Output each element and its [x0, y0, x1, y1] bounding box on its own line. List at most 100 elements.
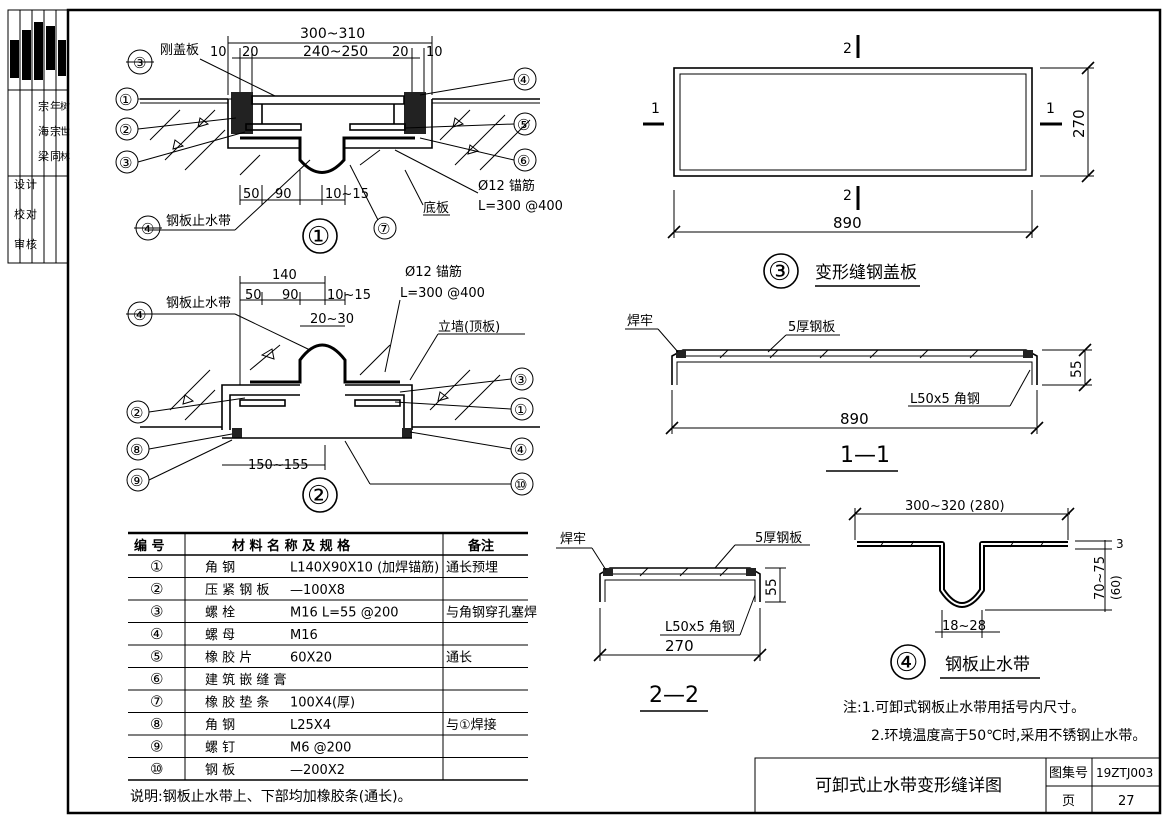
d1-dim-20a: 20 [242, 45, 259, 60]
signature-strip: 审 校 设 核 对 计 梁 海 宗 同 宗 年 林 世 树 [7, 9, 70, 264]
d3-sec2-bottom: 2 [843, 188, 852, 204]
d1-dim-overall: 300~310 [300, 26, 365, 42]
section-2-2: 焊牢 5厚钢板 L50x5 角钢 270 55 2—2 [556, 531, 810, 712]
table-cell-no: ② [150, 580, 163, 598]
table-footnote: 说明:钢板止水带上、下部均加橡胶条(通长)。 [130, 788, 412, 805]
d2-callout-10: ⑩ [514, 476, 527, 494]
d2-dim-10-15: 10~15 [327, 288, 371, 303]
sign-col4-1: 同 [50, 150, 61, 163]
s11-dim-w: 890 [840, 410, 869, 428]
table-cell-no: ④ [150, 625, 163, 643]
table-header-no: 编 号 [134, 538, 165, 554]
d4-title: 钢板止水带 [945, 655, 1030, 675]
drawing-title: 可卸式止水带变形缝详图 [815, 776, 1002, 796]
table-cell-name: 角 钢 [205, 561, 235, 576]
sheet-border [66, 8, 1162, 815]
table-cell-name: 建 筑 嵌 缝 膏 [205, 672, 287, 688]
s11-angle: L50x5 角钢 [910, 392, 980, 407]
table-cell-spec: 60X20 [290, 651, 332, 666]
d1-rubber-left [231, 92, 253, 134]
table-cell-name: 角 钢 [205, 718, 235, 733]
d3-dim-h: 270 [1070, 109, 1088, 138]
table-cell-no: ⑤ [150, 648, 163, 666]
d2-callout-9: ⑨ [130, 472, 143, 490]
table-header-name: 材 料 名 称 及 规 格 [232, 538, 351, 554]
table-cell-remark: 与①焊接 [446, 717, 497, 733]
table-cell-name: 橡 胶 垫 条 [205, 695, 269, 711]
d3-title: 变形缝钢盖板 [815, 263, 917, 283]
d2-callout-3: ③ [514, 371, 527, 389]
table-cell-no: ⑧ [150, 715, 163, 733]
d1-dim-10-15: 10~15 [325, 187, 369, 202]
d4-dim-depth-alt: (60) [1109, 575, 1123, 600]
d4-dim-t: 3 [1116, 537, 1124, 551]
d2-label: ② [307, 481, 330, 511]
sign-col4-3: 年 [50, 99, 61, 113]
detail-2: 140 50 90 10~15 20~30 钢板止水带 Ø12 锚筋 L=300… [126, 264, 540, 513]
table-cell-no: ③ [150, 603, 163, 621]
sign-col1-3: 设 [14, 178, 25, 191]
d2-callout-4b: ④ [514, 441, 527, 459]
sign-col2-2: 对 [26, 207, 37, 221]
d1-callout-3a: ③ [133, 54, 146, 72]
d1-callout-7: ⑦ [377, 220, 390, 238]
d2-dim-gap: 20~30 [310, 312, 354, 327]
s22-angle: L50x5 角钢 [665, 620, 735, 635]
d2-callout-1: ① [514, 401, 527, 419]
d1-callout-4b: ④ [141, 220, 154, 238]
table-cell-name: 钢 板 [205, 763, 235, 778]
d1-cover-plate: 刚盖板 [160, 43, 199, 58]
table-cell-no: ⑩ [150, 760, 163, 778]
d1-dim-90: 90 [275, 187, 292, 202]
table-header-remark: 备注 [467, 538, 494, 554]
signature-marks [10, 22, 66, 80]
d1-dim-50: 50 [243, 187, 260, 202]
title-block: 可卸式止水带变形缝详图 图集号 19ZTJ003 页 27 [754, 757, 1161, 814]
table-cell-spec: —100X8 [290, 583, 345, 598]
atlas-number: 19ZTJ003 [1096, 766, 1153, 780]
detail-3: 1 1 2 2 890 270 ③ 变形缝钢盖板 [643, 35, 1095, 289]
d1-label: ① [307, 222, 330, 252]
table-cell-no: ⑦ [150, 693, 163, 711]
table-cell-no: ① [150, 558, 163, 576]
d1-dim-20b: 20 [392, 45, 409, 60]
note-line-1: 注:1.可卸式钢板止水带用括号内尺寸。 [843, 700, 1085, 716]
table-cell-remark: 与角钢穿孔塞焊 [446, 605, 537, 621]
table-cell-spec: M6 @200 [290, 741, 351, 756]
s11-weld: 焊牢 [627, 313, 653, 329]
material-table: 编 号 材 料 名 称 及 规 格 备注 ① 角 钢 L140X90X10 (加焊锚… [128, 531, 537, 805]
page-label: 页 [1062, 794, 1075, 809]
sign-col2-1: 核 [26, 237, 37, 251]
d1-callout-3b: ③ [119, 154, 132, 172]
d2-steel-waterstop: 钢板止水带 [166, 296, 231, 311]
sign-col4-2: 宗 [50, 124, 61, 138]
table-cell-name: 螺 栓 [205, 606, 235, 621]
sign-col1-1: 审 [14, 237, 25, 251]
s11-plate: 5厚钢板 [788, 320, 835, 335]
d1-dim-inner: 240~250 [303, 44, 368, 60]
d1-anchor-spacing: L=300 @400 [478, 199, 563, 214]
d3-dim-w: 890 [833, 214, 862, 232]
sign-col3-3: 宗 [38, 99, 49, 113]
d2-callout-8: ⑧ [130, 441, 143, 459]
d1-callout-2: ② [119, 121, 132, 139]
d2-dim-90: 90 [282, 288, 299, 303]
table-cell-spec: L140X90X10 (加焊锚筋) [290, 560, 439, 576]
table-cell-name: 螺 母 [205, 628, 235, 643]
table-cell-spec: L25X4 [290, 718, 331, 733]
table-cell-remark: 通长 [446, 651, 472, 666]
table-cell-spec: 100X4(厚) [290, 696, 355, 711]
d1-steel-waterstop: 钢板止水带 [166, 214, 231, 229]
d4-dim-bottom: 18~28 [942, 619, 986, 634]
table-cell-name: 螺 钉 [205, 741, 235, 756]
table-cell-spec: —200X2 [290, 763, 345, 778]
d2-anchor: Ø12 锚筋 [405, 264, 462, 280]
detail-4: 300~320 (280) 3 70~75 (60) 18~28 ④ 钢板止水带 [848, 499, 1124, 680]
d2-callout-2: ② [130, 404, 143, 422]
d1-callout-6: ⑥ [517, 152, 530, 170]
table-cell-spec: M16 L=55 @200 [290, 606, 399, 621]
d4-dim-top: 300~320 (280) [905, 499, 1005, 514]
d4-label: ④ [895, 648, 918, 678]
d2-dim-140: 140 [272, 268, 297, 283]
